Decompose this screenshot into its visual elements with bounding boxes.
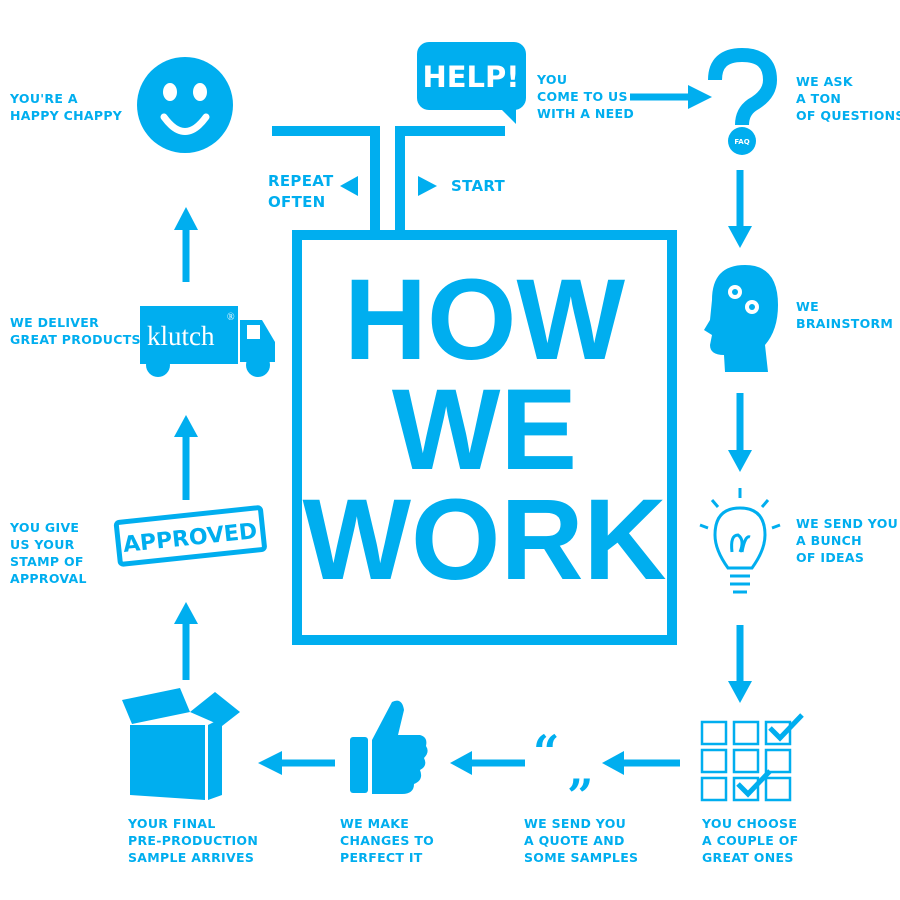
step-label-choose: YOU CHOOSE A COUPLE OF GREAT ONES	[702, 816, 799, 865]
flow-arrows	[174, 85, 752, 775]
start-pipe	[395, 126, 505, 235]
repeat-arrow-icon	[340, 176, 358, 196]
svg-text:“: “	[533, 725, 559, 779]
step-label-brainstorm: WE BRAINSTORM	[796, 299, 894, 331]
question-mark-icon	[708, 47, 778, 155]
repeat-label: REPEAT OFTEN	[268, 172, 334, 211]
repeat-pipe	[272, 126, 380, 235]
title-we: WE	[391, 366, 578, 494]
help-bubble-text: HELP!	[422, 60, 519, 94]
svg-text:”: ”	[567, 769, 593, 823]
truck-brand-logo: klutch	[147, 321, 215, 351]
thumbs-up-icon	[350, 700, 428, 794]
approved-stamp-icon: APPROVED	[113, 505, 267, 567]
step-label-questions: WE ASK A TON OF QUESTIONS	[796, 74, 900, 123]
step-label-ideas: WE SEND YOU A BUNCH OF IDEAS	[796, 516, 899, 565]
step-label-changes: WE MAKE CHANGES TO PERFECT IT	[340, 816, 435, 865]
step-label-deliver: WE DELIVER GREAT PRODUCTS	[10, 315, 141, 347]
head-gears-icon	[704, 265, 778, 372]
title-work: WORK	[302, 476, 667, 604]
central-frame	[292, 230, 677, 645]
smiley-face-icon	[137, 57, 233, 153]
lightbulb-icon	[699, 488, 781, 594]
step-label-approval: YOU GIVE US YOUR STAMP OF APPROVAL	[10, 520, 87, 586]
quote-marks-icon: “ ”	[533, 725, 593, 823]
step-label-quote: WE SEND YOU A QUOTE AND SOME SAMPLES	[524, 816, 639, 865]
delivery-truck-icon: klutch ®	[140, 306, 275, 377]
truck-registered-mark: ®	[227, 312, 235, 323]
start-arrow-icon	[418, 176, 437, 196]
step-label-need: YOU COME TO US WITH A NEED	[537, 72, 635, 121]
checklist-grid-icon	[700, 713, 804, 802]
step-label-happy: YOU'RE A HAPPY CHAPPY	[10, 91, 123, 123]
start-label: START	[451, 177, 506, 195]
help-speech-bubble-icon	[417, 42, 526, 124]
open-box-icon	[122, 688, 240, 800]
title-how: HOW	[343, 256, 626, 384]
step-label-sample: YOUR FINAL PRE-PRODUCTION SAMPLE ARRIVES	[128, 816, 259, 865]
faq-badge-text: FAQ	[734, 138, 749, 146]
